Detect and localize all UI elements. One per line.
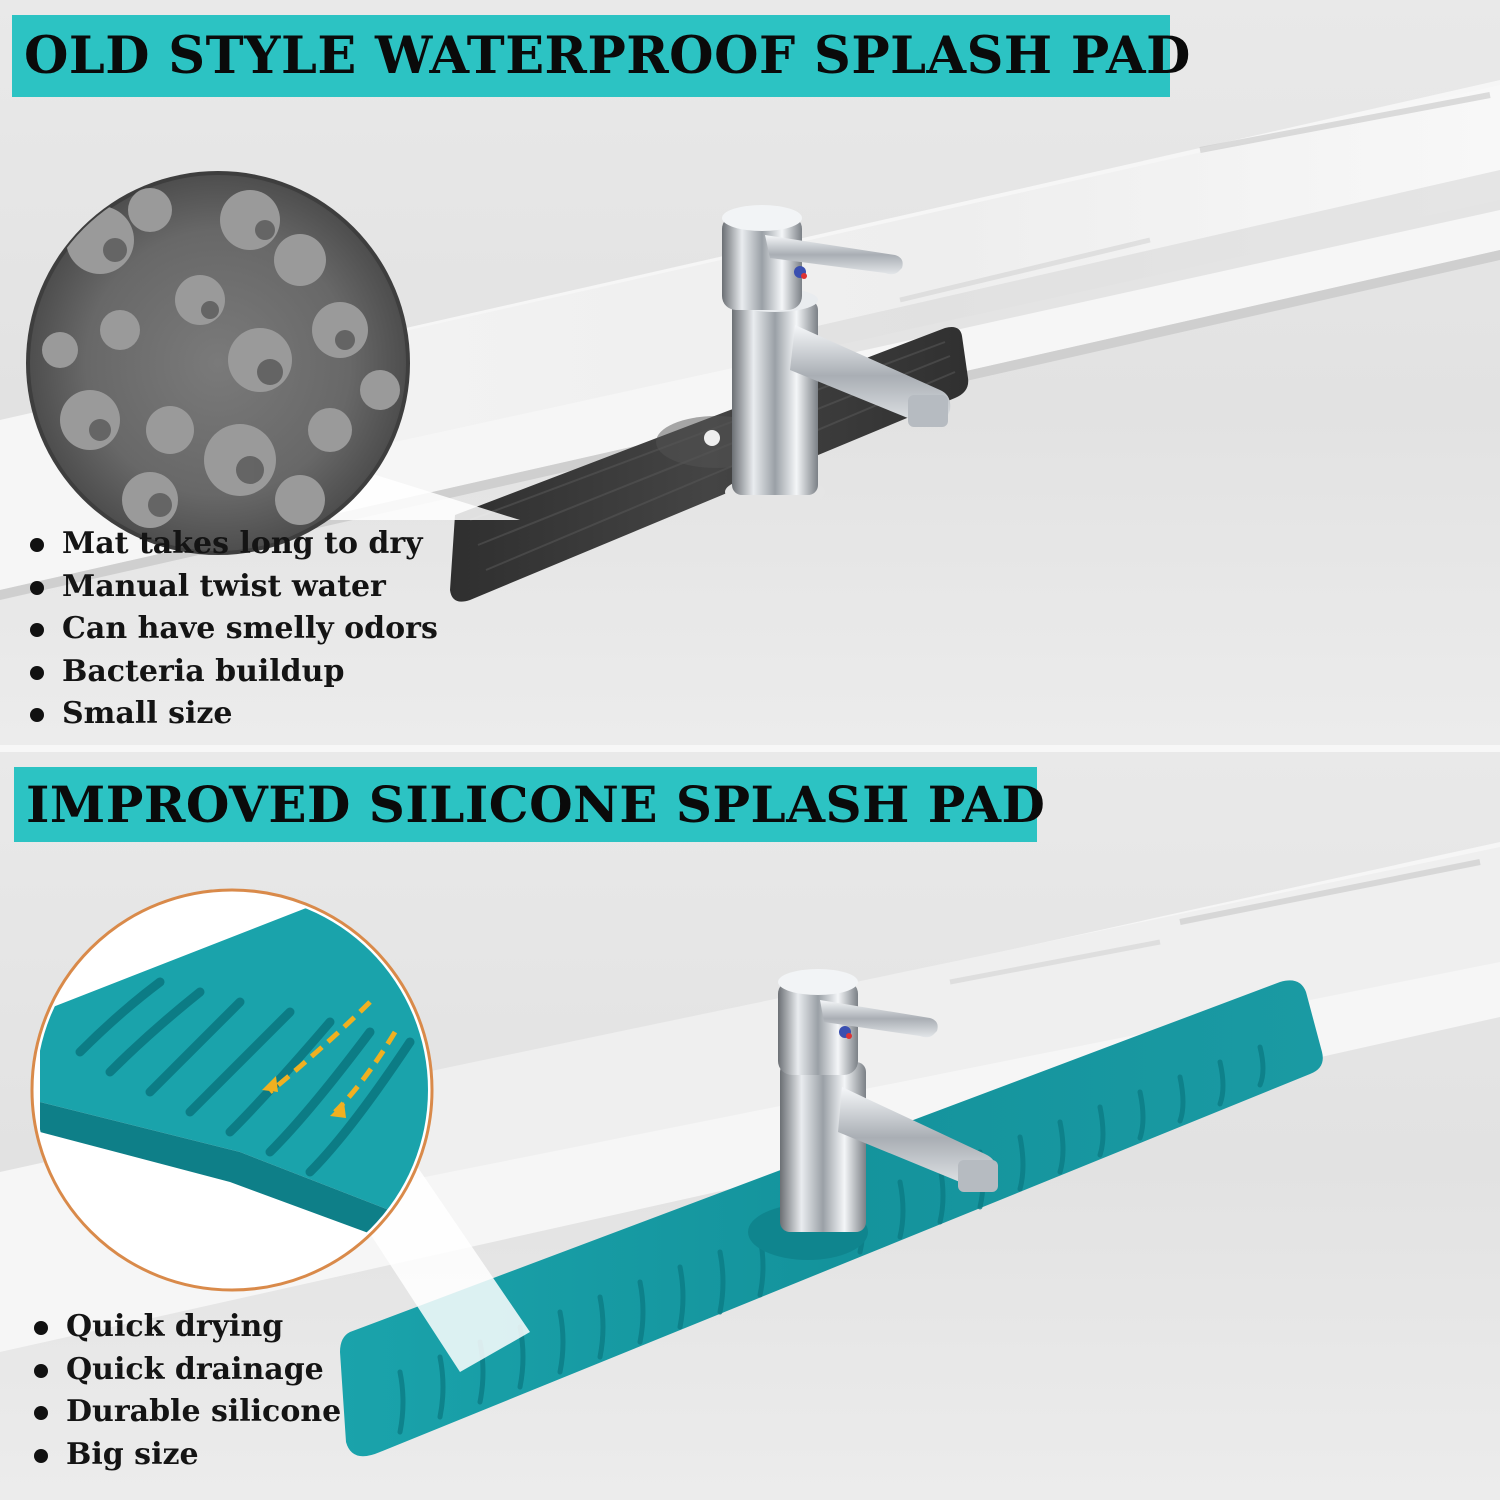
faucet-image bbox=[778, 969, 998, 1232]
bullet-icon bbox=[30, 538, 44, 552]
list-item: Quick drying bbox=[30, 1306, 341, 1349]
list-item: Mat takes long to dry bbox=[26, 523, 438, 566]
drainage-zoom-circle bbox=[30, 888, 530, 1372]
list-item: Durable silicone bbox=[30, 1391, 341, 1434]
silicone-pad-title-banner: IMPROVED SILICONE SPLASH PAD bbox=[14, 767, 1045, 842]
bullet-icon bbox=[34, 1406, 48, 1420]
list-item: Can have smelly odors bbox=[26, 608, 438, 651]
bullet-icon bbox=[30, 665, 44, 680]
bullet-icon bbox=[30, 623, 44, 637]
bacteria-zoom-circle bbox=[26, 171, 520, 555]
silicone-pad-title: IMPROVED SILICONE SPLASH PAD bbox=[26, 775, 1046, 834]
silicone-pad-panel: IMPROVED SILICONE SPLASH PAD Quick dryin… bbox=[0, 752, 1500, 1500]
faucet-image bbox=[722, 205, 951, 508]
old-pad-scene bbox=[0, 80, 1500, 602]
bullet-icon bbox=[30, 580, 44, 595]
bullet-icon bbox=[34, 1363, 48, 1378]
old-pad-title-banner: OLD STYLE WATERPROOF SPLASH PAD bbox=[12, 15, 1190, 97]
old-pad-panel: OLD STYLE WATERPROOF SPLASH PAD Mat take… bbox=[0, 0, 1500, 745]
list-item: Manual twist water bbox=[26, 566, 438, 609]
list-item: Small size bbox=[26, 693, 438, 736]
old-pad-title: OLD STYLE WATERPROOF SPLASH PAD bbox=[24, 26, 1191, 86]
silicone-pad-feature-list: Quick drying Quick drainage Durable sili… bbox=[30, 1306, 341, 1476]
marble-countertop bbox=[120, 85, 1500, 500]
bullet-icon bbox=[34, 1448, 48, 1463]
list-item: Big size bbox=[30, 1434, 341, 1477]
list-item: Bacteria buildup bbox=[26, 651, 438, 694]
panel-divider bbox=[0, 745, 1500, 752]
bullet-icon bbox=[30, 708, 44, 722]
bullet-icon bbox=[34, 1321, 48, 1335]
silicone-pad-scene bbox=[0, 842, 1500, 1457]
list-item: Quick drainage bbox=[30, 1349, 341, 1392]
old-pad-feature-list: Mat takes long to dry Manual twist water… bbox=[26, 523, 438, 736]
